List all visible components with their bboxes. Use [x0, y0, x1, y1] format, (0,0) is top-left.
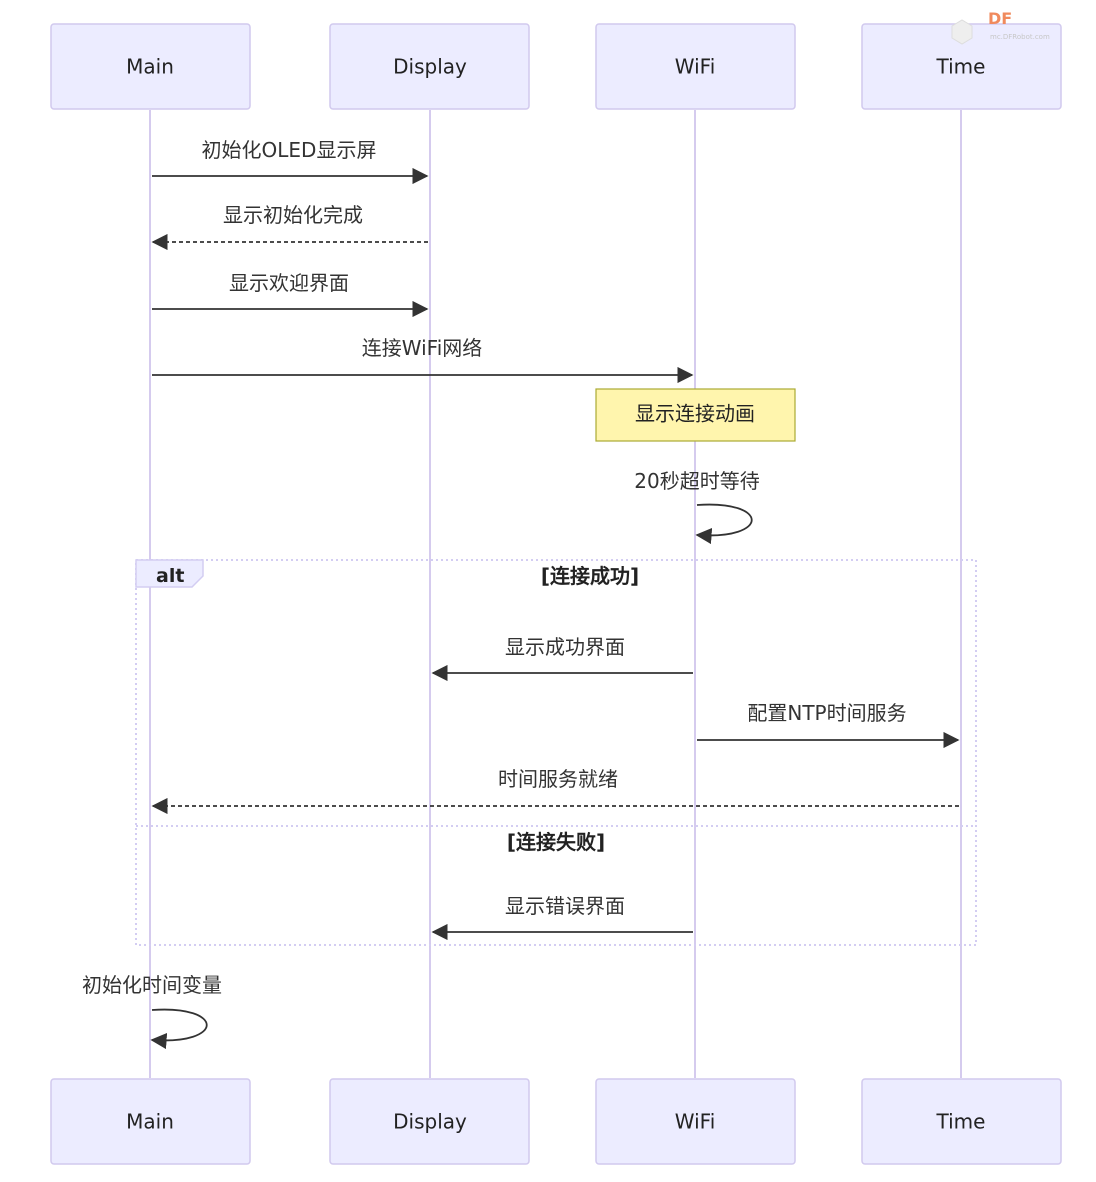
dfrobot-watermark: DF mc.DFRobot.com — [951, 9, 1050, 45]
actor-main-label: Main — [126, 1110, 174, 1134]
actor-time-top: Time — [861, 23, 1062, 110]
message-label: 连接WiFi网络 — [362, 336, 483, 360]
actor-display-bottom: Display — [329, 1078, 530, 1165]
message-label: 初始化OLED显示屏 — [202, 138, 377, 162]
message-5: 20秒超时等待 — [634, 469, 760, 545]
message-7: 配置NTP时间服务 — [697, 701, 960, 749]
alt-frame-tab — [135, 559, 204, 588]
actor-main-top: Main — [50, 23, 251, 110]
message-4: 连接WiFi网络 — [152, 336, 694, 384]
actor-display-label: Display — [393, 1110, 467, 1134]
message-8: 时间服务就绪 — [151, 767, 959, 815]
self-loop-arrow — [150, 1008, 208, 1050]
actor-time-label: Time — [936, 55, 986, 79]
alt-section-success: [连接成功] — [541, 564, 639, 588]
message-label: 显示成功界面 — [505, 635, 625, 659]
message-3: 显示欢迎界面 — [152, 271, 429, 318]
note-connecting-animation: 显示连接动画 — [595, 388, 796, 442]
actor-time-bottom: Time — [861, 1078, 1062, 1165]
message-9: 显示错误界面 — [431, 894, 693, 941]
alt-section-failure: [连接失败] — [507, 830, 605, 854]
self-loop-arrow — [695, 503, 753, 545]
message-label: 20秒超时等待 — [634, 469, 759, 493]
message-10: 初始化时间变量 — [82, 973, 222, 1050]
note-text: 显示连接动画 — [635, 402, 755, 426]
actor-time-label: Time — [936, 1110, 986, 1134]
actor-wifi-label: WiFi — [675, 55, 716, 79]
actor-main-label: Main — [126, 55, 174, 79]
message-label: 时间服务就绪 — [498, 767, 618, 791]
message-label: 配置NTP时间服务 — [747, 701, 906, 725]
actor-wifi-top: WiFi — [595, 23, 796, 110]
message-label: 显示初始化完成 — [223, 203, 363, 227]
actor-wifi-label: WiFi — [675, 1110, 716, 1134]
message-label: 显示错误界面 — [505, 894, 625, 918]
message-6: 显示成功界面 — [431, 635, 693, 682]
watermark-subtext: mc.DFRobot.com — [990, 33, 1050, 41]
message-2: 显示初始化完成 — [151, 203, 428, 251]
message-label: 初始化时间变量 — [82, 973, 222, 997]
message-label: 显示欢迎界面 — [229, 271, 349, 295]
actor-main-bottom: Main — [50, 1078, 251, 1165]
actor-wifi-bottom: WiFi — [595, 1078, 796, 1165]
alt-frame-border — [135, 559, 977, 946]
message-1: 初始化OLED显示屏 — [152, 138, 429, 185]
actor-display-label: Display — [393, 55, 467, 79]
watermark-logo-icon — [951, 19, 973, 45]
watermark-text: DF — [988, 9, 1012, 28]
alt-frame: alt [连接成功] [连接失败] — [135, 559, 977, 946]
actor-display-top: Display — [329, 23, 530, 110]
alt-frame-label: alt — [156, 565, 184, 587]
